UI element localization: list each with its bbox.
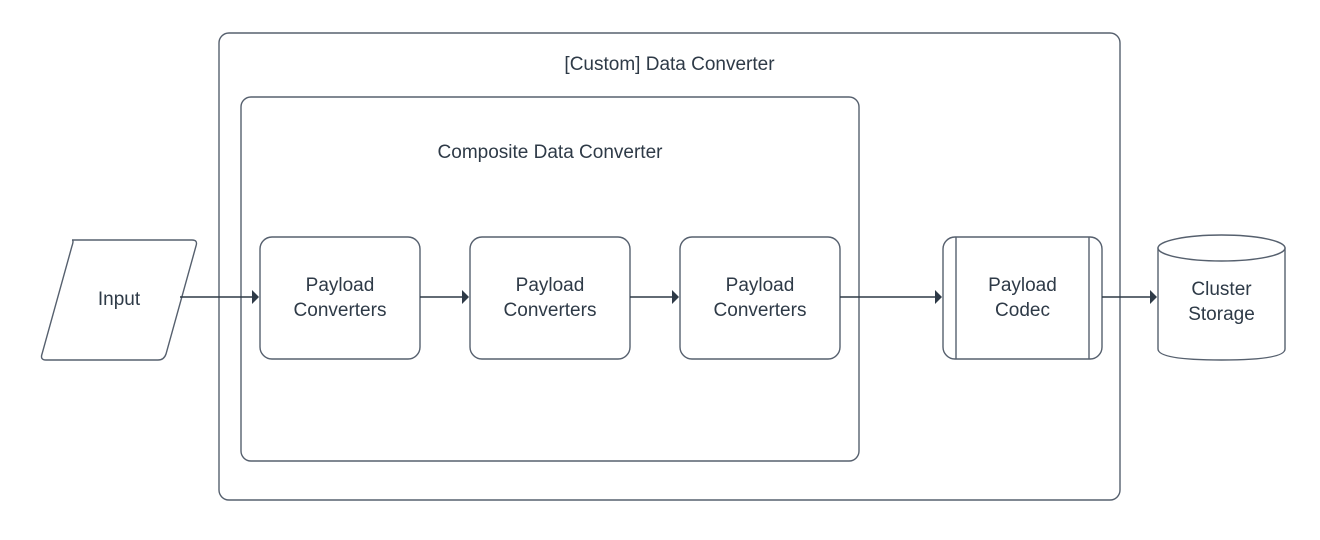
edge-converters-3-to-codec <box>840 290 942 304</box>
cluster-storage-node-top <box>1157 234 1286 262</box>
payload-codec-node-shape[interactable] <box>942 236 1103 360</box>
edge-codec-to-storage <box>1102 290 1157 304</box>
input-node-shape[interactable] <box>40 239 198 361</box>
edge-input-to-converters-1 <box>180 290 259 304</box>
edge-converters-2-to-3 <box>630 290 679 304</box>
payload-converters-node-1-shape[interactable] <box>259 236 421 360</box>
edge-converters-1-to-2 <box>420 290 469 304</box>
payload-converters-node-3-shape[interactable] <box>679 236 841 360</box>
cluster-storage-node-body[interactable] <box>1157 247 1286 361</box>
payload-converters-node-2-shape[interactable] <box>469 236 631 360</box>
